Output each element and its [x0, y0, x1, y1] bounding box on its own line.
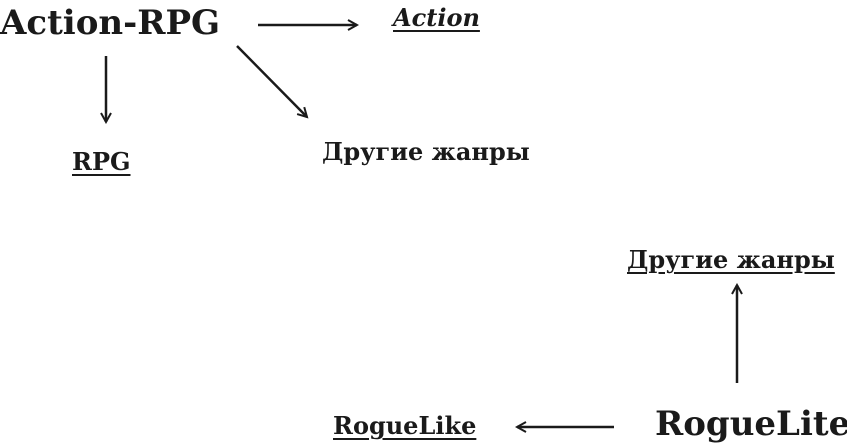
- node-action-rpg: Action-RPG: [0, 3, 221, 43]
- node-roguelite: RogueLite: [655, 404, 847, 444]
- node-rpg[interactable]: RPG: [72, 147, 131, 176]
- node-action[interactable]: Action: [393, 3, 480, 32]
- node-roguelike[interactable]: RogueLike: [333, 411, 477, 440]
- node-other-genres-top: Другие жанры: [322, 137, 530, 166]
- arrow-action-rpg-to-other-genres: [236, 45, 307, 117]
- node-other-genres-bottom[interactable]: Другие жанры: [627, 245, 835, 274]
